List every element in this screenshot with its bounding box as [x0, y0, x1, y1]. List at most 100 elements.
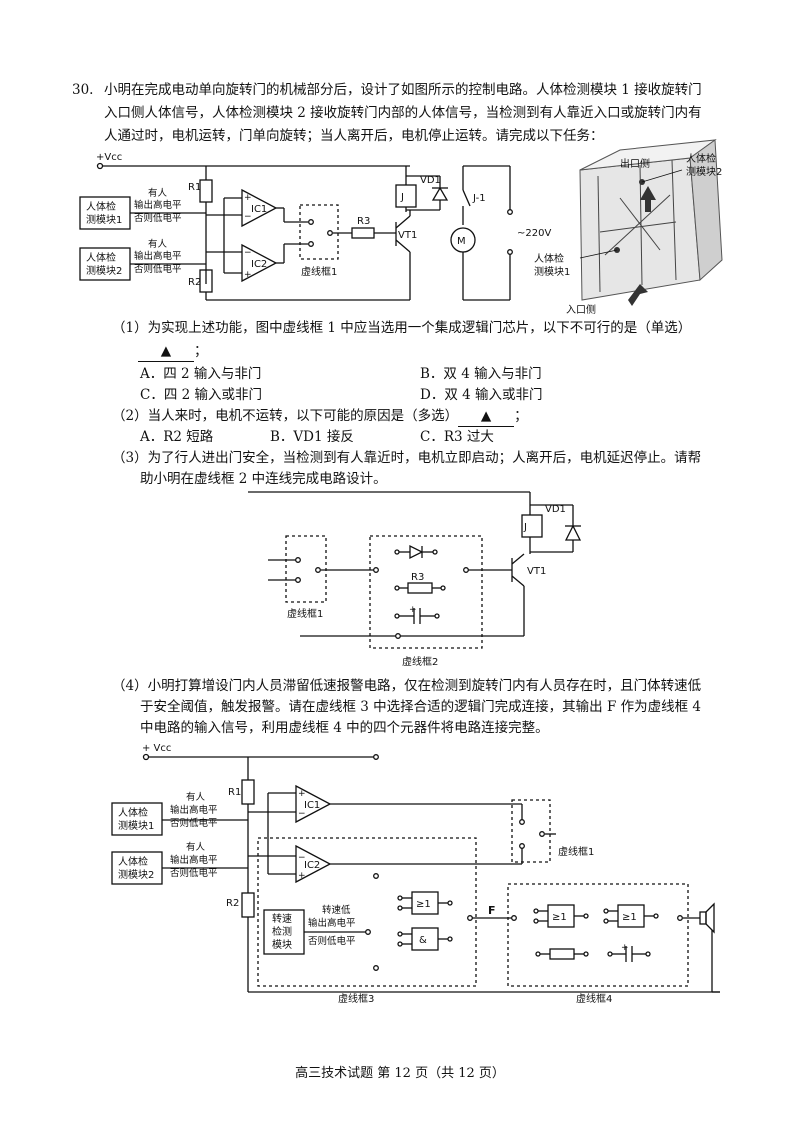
r2-label: R2	[188, 277, 201, 288]
q1-option-c: C．四 2 输入或非门	[140, 387, 263, 403]
j1-label: J-1	[472, 193, 486, 204]
q4-line-3: 中电路的输入信号，利用虚线框 4 中的四个元器件将电路连接完整。	[140, 720, 549, 736]
fig2-r3-label: R3	[411, 572, 424, 583]
signal-note-2b: 输出高电平	[134, 250, 182, 262]
vt1-label: VT1	[398, 230, 417, 241]
q1-blank[interactable]: ▲	[138, 341, 194, 362]
signal-note-2c: 否则低电平	[134, 263, 182, 275]
svg-text:+: +	[298, 871, 306, 881]
svg-text:+: +	[244, 270, 252, 280]
fig3-note-2c: 否则低电平	[170, 867, 218, 879]
q2-blank[interactable]: ▲	[458, 406, 515, 427]
speed-note-3: 否则低电平	[308, 935, 356, 947]
page-footer: 高三技术试题 第 12 页（共 12 页）	[295, 1066, 505, 1081]
fig2-vt1-label: VT1	[527, 566, 546, 577]
box4-gate2-label: ≥1	[622, 912, 637, 923]
box1-label: 虚线框1	[301, 265, 337, 278]
svg-text:−: −	[298, 853, 306, 863]
q1-stem: （1）为实现上述功能，图中虚线框 1 中应当选用一个集成逻辑门芯片，以下不可行的…	[112, 320, 692, 336]
f-output-label: F	[488, 904, 496, 917]
svg-text:+: +	[244, 193, 252, 203]
q2-option-c: C．R3 过大	[420, 429, 494, 445]
fig2-vd1-label: VD1	[545, 504, 566, 515]
q2-line: （2）当人来时，电机不运转，以下可能的原因是（多选）▲；	[112, 406, 528, 427]
intro-line-3: 人通过时，电机运转，门单向旋转；当人离开后，电机停止运转。请完成以下任务：	[104, 128, 604, 144]
fig3-box1-label: 虚线框1	[558, 845, 594, 858]
q2-option-b: B．VD1 接反	[270, 429, 354, 445]
q2-stem: （2）当人来时，电机不运转，以下可能的原因是（多选）	[112, 408, 459, 424]
svg-text:−: −	[244, 248, 252, 258]
speed-module-line2: 检测	[272, 925, 292, 938]
speed-note-2: 输出高电平	[308, 917, 356, 929]
fig2-relay-label: J	[523, 522, 527, 533]
q4-line-2: 于安全阈值，触发报警。请在虚线框 3 中选择合适的逻辑门完成连接，其输出 F 作…	[140, 699, 702, 715]
vcc-label: +Vcc	[96, 152, 122, 163]
q1-answer[interactable]: ▲；	[138, 341, 208, 362]
fig3-r2-label: R2	[226, 898, 239, 909]
door-module2-line1: 人体检	[686, 152, 716, 165]
q4-line-1: （4）小明打算增设门内人员滞留低速报警电路，仅在检测到旋转门内有人员存在时，且门…	[112, 678, 702, 694]
fig3-ic2-label: IC2	[304, 860, 320, 871]
exit-label: 出口侧	[620, 157, 650, 170]
fig3-note-2b: 输出高电平	[170, 854, 218, 866]
signal-note-1b: 输出高电平	[134, 199, 182, 211]
module2-line2: 测模块2	[86, 264, 122, 277]
box4-gate1-label: ≥1	[552, 912, 567, 923]
fig3-vcc-label: + Vcc	[142, 743, 171, 754]
fig3-r1-label: R1	[228, 787, 241, 798]
fig3-module1-line2: 测模块1	[118, 819, 154, 832]
fig3-box4-label: 虚线框4	[576, 992, 612, 1005]
signal-note-1c: 否则低电平	[134, 212, 182, 224]
entry-label: 入口侧	[566, 303, 596, 316]
signal-note-2a: 有人	[148, 238, 168, 250]
q1-option-a: A．四 2 输入与非门	[140, 366, 262, 382]
fig3-note-1c: 否则低电平	[170, 817, 218, 829]
r3-label: R3	[357, 216, 370, 227]
q2-option-a: A．R2 短路	[140, 429, 214, 445]
q3-line-1: （3）为了行人进出门安全，当检测到有人靠近时，电机立即启动；人离开后，电机延迟停…	[112, 450, 702, 466]
box3-and-gate-label: &	[419, 935, 427, 946]
fig3-note-1a: 有人	[186, 791, 206, 803]
door-module1-line1: 人体检	[534, 252, 564, 265]
relay-label: J	[400, 192, 404, 203]
svg-text:+: +	[409, 605, 417, 615]
motor-label: M	[457, 236, 466, 247]
fig3-note-2a: 有人	[186, 841, 206, 853]
module1-line2: 测模块1	[86, 213, 122, 226]
ac-label: ~220V	[517, 228, 551, 239]
fig2-box2-label: 虚线框2	[402, 655, 438, 668]
speed-module-line1: 转速	[272, 912, 292, 925]
fig2-box1-label: 虚线框1	[287, 607, 323, 620]
svg-text:−: −	[298, 809, 306, 819]
door-module2-line2: 测模块2	[686, 165, 722, 178]
ic2-label: IC2	[251, 259, 267, 270]
module1-line1: 人体检	[86, 200, 116, 213]
fig3-module1-line1: 人体检	[118, 806, 148, 819]
box3-or-gate-label: ≥1	[416, 899, 431, 910]
fig3-module2-line2: 测模块2	[118, 868, 154, 881]
q1-option-b: B．双 4 输入与非门	[420, 366, 542, 382]
speed-note-1: 转速低	[322, 904, 351, 916]
svg-text:+: +	[621, 943, 629, 953]
question-number: 30.	[72, 82, 94, 98]
door-module1-line2: 测模块1	[534, 265, 570, 278]
speed-module-line3: 模块	[272, 939, 292, 951]
intro-line-2: 入口侧人体信号，人体检测模块 2 接收旋转门内部的人体信号，当检测到有人靠近入口…	[104, 105, 702, 121]
q1-option-d: D．双 4 输入或非门	[420, 387, 543, 403]
module2-line1: 人体检	[86, 251, 116, 264]
svg-text:−: −	[244, 212, 252, 222]
fig3-note-1b: 输出高电平	[170, 804, 218, 816]
q3-line-2: 助小明在虚线框 2 中连线完成电路设计。	[140, 471, 387, 487]
fig3-ic1-label: IC1	[304, 800, 320, 811]
fig3-module2-line1: 人体检	[118, 855, 148, 868]
fig3-box3-label: 虚线框3	[338, 992, 374, 1005]
ic1-label: IC1	[251, 204, 267, 215]
signal-note-1a: 有人	[148, 187, 168, 199]
intro-line-1: 小明在完成电动单向旋转门的机械部分后，设计了如图所示的控制电路。人体检测模块 1…	[104, 82, 702, 98]
r1-label: R1	[188, 182, 201, 193]
vd1-label: VD1	[420, 175, 441, 186]
